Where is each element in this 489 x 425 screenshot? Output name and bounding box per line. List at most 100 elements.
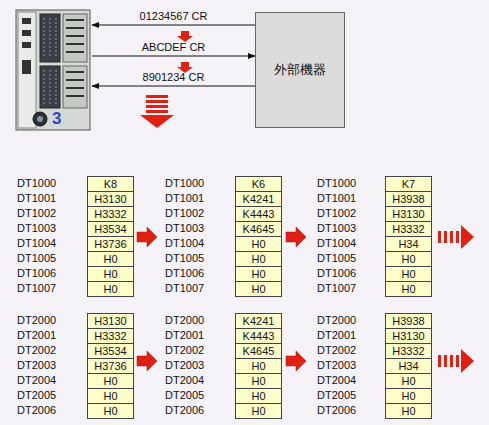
register-name: DT2002 (317, 343, 356, 358)
register-value: K4241 (235, 313, 282, 329)
register-name: DT1001 (165, 191, 204, 206)
plc-pins (44, 18, 56, 104)
plc-terminal (63, 14, 87, 62)
register-value: H0 (235, 373, 282, 389)
register-name: DT1003 (317, 221, 356, 236)
register-value: H3130 (87, 313, 134, 329)
register-name: DT1005 (17, 251, 56, 266)
register-name: DT1006 (165, 266, 204, 281)
register-name: DT2000 (317, 313, 356, 328)
register-value: H0 (385, 251, 432, 267)
unit-number: 3 (52, 109, 61, 129)
plc-led (22, 30, 31, 36)
register-value: K4443 (235, 206, 282, 222)
transfer-string: 8901234 CR (143, 71, 205, 84)
register-value: H0 (87, 388, 134, 404)
device-box: 外部機器 (255, 12, 345, 128)
register-value: H0 (385, 281, 432, 297)
register-value: H0 (87, 266, 134, 282)
transfer-string: ABCDEF CR (142, 41, 206, 54)
register-value: H3534 (87, 221, 134, 237)
plc-unit-node: 3 (14, 8, 92, 132)
register-value: H0 (235, 403, 282, 419)
register-name: DT2000 (165, 313, 204, 328)
register-name: DT2006 (165, 403, 204, 418)
plc-port (22, 60, 31, 74)
register-value: H0 (385, 373, 432, 389)
register-name: DT2005 (17, 388, 56, 403)
register-value: H0 (87, 373, 134, 389)
register-value: H3130 (87, 191, 134, 207)
step-arrow (137, 227, 306, 371)
plc-led (22, 18, 31, 24)
register-name: DT1006 (317, 266, 356, 281)
register-name: DT2002 (17, 343, 56, 358)
register-name: DT2004 (165, 373, 204, 388)
register-name: DT1004 (165, 236, 204, 251)
register-value: H0 (385, 388, 432, 404)
plc-terminal-lines (66, 20, 84, 96)
register-value: H34 (385, 358, 432, 374)
transfer-string: 01234567 CR (140, 10, 208, 23)
register-name: DT1004 (17, 236, 56, 251)
register-name: DT2006 (317, 403, 356, 418)
register-value: H0 (235, 251, 282, 267)
register-name: DT2005 (317, 388, 356, 403)
register-name: DT1007 (17, 281, 56, 296)
register-value: H3332 (87, 206, 134, 222)
register-name: DT1003 (17, 221, 56, 236)
plc-side-panel (18, 12, 36, 128)
register-value: K4241 (235, 191, 282, 207)
register-value: H0 (235, 388, 282, 404)
register-name: DT1007 (165, 281, 204, 296)
register-value: H0 (235, 266, 282, 282)
register-name: DT1002 (317, 206, 356, 221)
register-value: H3938 (385, 191, 432, 207)
plc-body (16, 10, 90, 130)
register-value: H3938 (385, 313, 432, 329)
continue-arrow-right (438, 225, 474, 373)
register-name: DT1002 (17, 206, 56, 221)
register-value: H3130 (385, 206, 432, 222)
register-name: DT2004 (317, 373, 356, 388)
register-name: DT1001 (17, 191, 56, 206)
register-name: DT2001 (17, 328, 56, 343)
register-value: H0 (87, 403, 134, 419)
register-value: K4645 (235, 343, 282, 359)
register-value: H0 (385, 266, 432, 282)
plc-unit (16, 10, 90, 130)
register-name: DT2003 (317, 358, 356, 373)
register-value: H3332 (385, 221, 432, 237)
register-name: DT2000 (17, 313, 56, 328)
register-value: H0 (235, 236, 282, 252)
register-value: H3534 (87, 343, 134, 359)
register-value: H0 (235, 358, 282, 374)
register-name: DT2006 (17, 403, 56, 418)
sequence-arrow (177, 31, 193, 42)
register-value: H0 (87, 251, 134, 267)
register-name: DT2004 (17, 373, 56, 388)
plc-dial (33, 112, 47, 126)
register-value: H3130 (385, 328, 432, 344)
register-name: DT1007 (317, 281, 356, 296)
register-name: DT1004 (317, 236, 356, 251)
register-name: DT1005 (165, 251, 204, 266)
register-name: DT1002 (165, 206, 204, 221)
register-name: DT1005 (317, 251, 356, 266)
device-name: 外部機器 (274, 61, 326, 79)
register-value: H0 (235, 281, 282, 297)
plc-led (22, 42, 31, 48)
register-name: DT1000 (165, 176, 204, 191)
register-value: H0 (87, 281, 134, 297)
register-value: K4443 (235, 328, 282, 344)
plc-dial-center (37, 116, 43, 122)
register-value: H3332 (385, 343, 432, 359)
register-name: DT1006 (17, 266, 56, 281)
register-name: DT2001 (165, 328, 204, 343)
register-value: H3736 (87, 358, 134, 374)
register-value: K7 (385, 176, 432, 192)
register-name: DT2003 (17, 358, 56, 373)
register-value: K6 (235, 176, 282, 192)
register-value: H0 (385, 403, 432, 419)
